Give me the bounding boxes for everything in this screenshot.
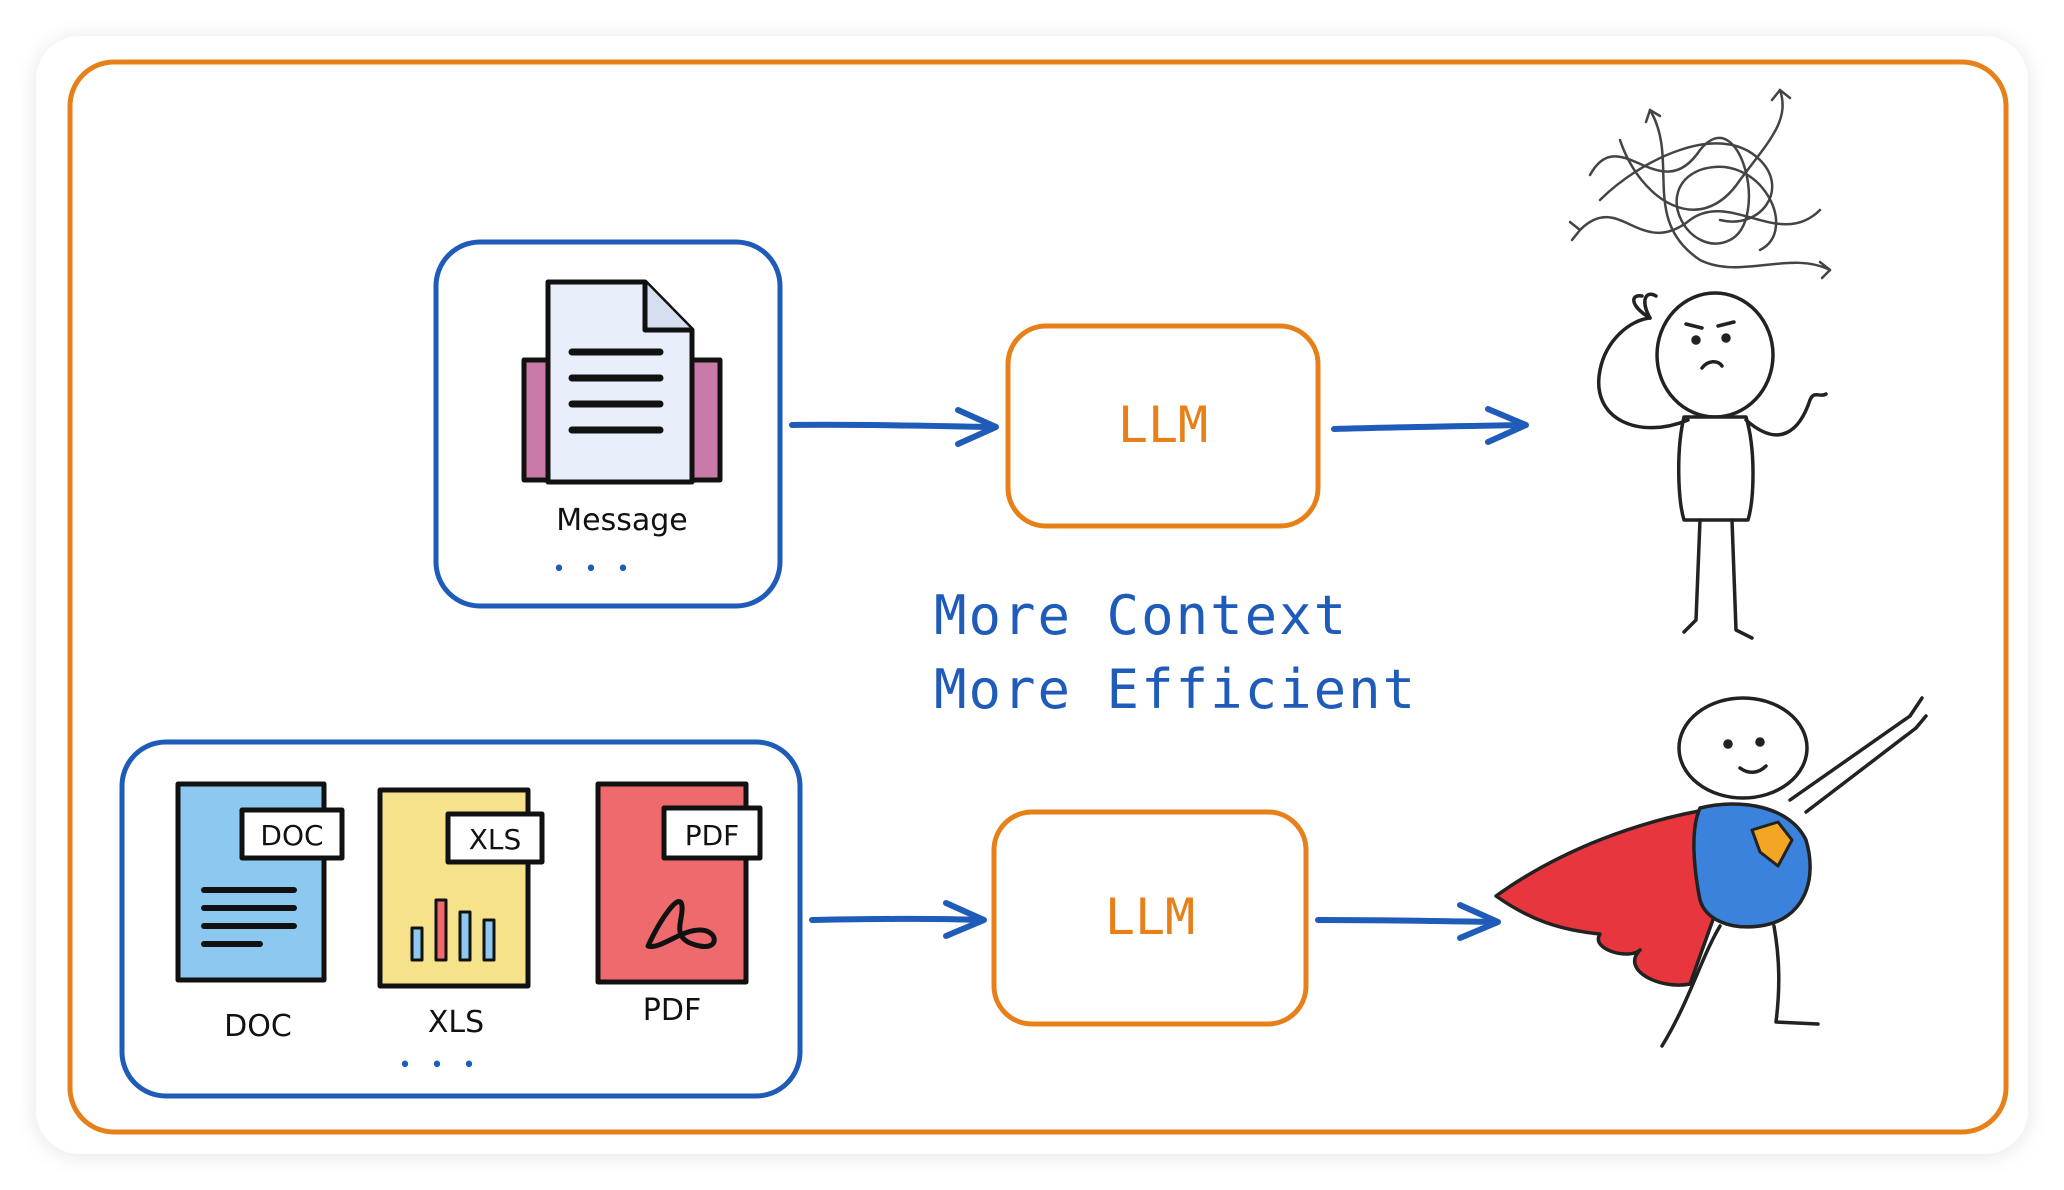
bottom-input-box: DOC DOC XLS XLS PDF PDF • • •: [119, 739, 803, 1099]
top-arrow-input-to-llm: [789, 407, 999, 447]
message-label: Message: [556, 503, 687, 538]
pdf-file-icon: [595, 781, 763, 985]
xls-file-icon: [377, 787, 545, 989]
top-input-box: Message • • •: [433, 239, 783, 609]
center-text-line1: More Context: [934, 584, 1348, 647]
pdf-caption: PDF: [643, 993, 701, 1028]
doc-tag: DOC: [260, 819, 323, 852]
confused-person-icon: [1568, 88, 1832, 640]
doc-caption: DOC: [224, 1009, 292, 1044]
outer-frame: [67, 59, 2009, 1135]
tangled-thoughts-icon: [1568, 88, 1832, 280]
message-icon: [521, 279, 723, 485]
bottom-arrow-input-to-llm: [809, 900, 987, 939]
bottom-llm-label: LLM: [1105, 888, 1195, 946]
bottom-more-dots: • • •: [399, 1053, 482, 1078]
top-llm-box: LLM: [1005, 323, 1321, 529]
bottom-llm-box: LLM: [991, 809, 1309, 1027]
superhero-person-icon: [1494, 696, 1928, 1048]
pdf-tag: PDF: [685, 819, 740, 852]
top-more-dots: • • •: [553, 557, 636, 582]
bottom-arrow-llm-to-hero: [1315, 902, 1501, 941]
xls-caption: XLS: [428, 1005, 484, 1040]
top-llm-label: LLM: [1118, 396, 1208, 454]
doc-file-icon: [175, 781, 345, 983]
center-text-line2: More Efficient: [934, 658, 1417, 721]
top-arrow-llm-to-person: [1331, 406, 1529, 445]
xls-tag: XLS: [469, 823, 522, 856]
